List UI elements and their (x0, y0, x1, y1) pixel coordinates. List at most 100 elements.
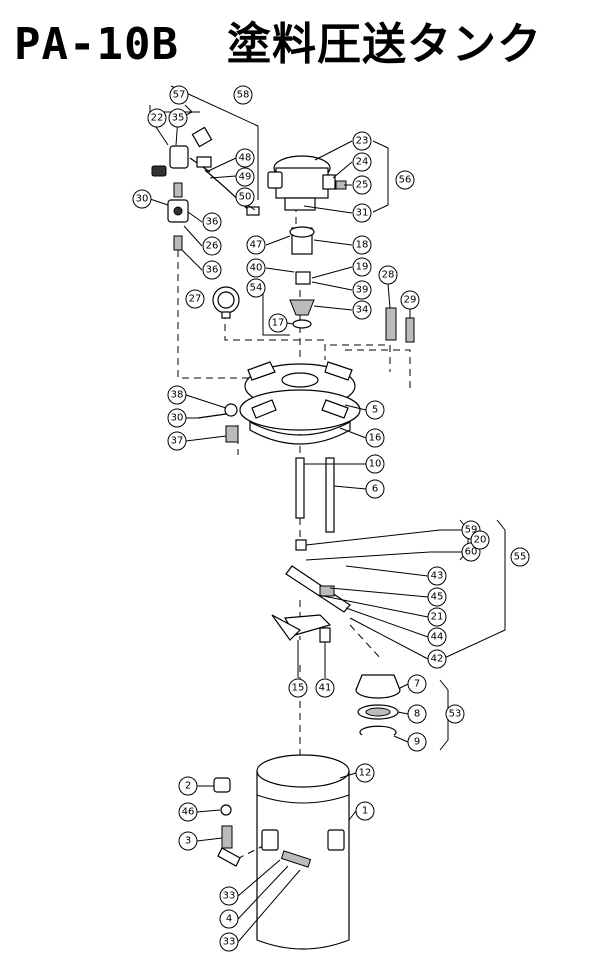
svg-text:4: 4 (226, 914, 232, 925)
svg-text:22: 22 (151, 113, 164, 124)
svg-text:36: 36 (206, 217, 219, 228)
callout-2: 2 (178, 776, 198, 796)
callout-10: 10 (365, 454, 385, 474)
callout-46: 46 (178, 802, 198, 822)
callout-26: 26 (202, 236, 222, 256)
fluid-tubes (295, 457, 335, 533)
lid (239, 361, 361, 445)
svg-text:2: 2 (185, 781, 191, 792)
svg-text:1: 1 (362, 806, 368, 817)
callout-21: 21 (427, 607, 447, 627)
svg-text:5: 5 (372, 405, 378, 416)
svg-text:50: 50 (239, 192, 252, 203)
svg-text:43: 43 (431, 571, 444, 582)
svg-text:12: 12 (359, 768, 372, 779)
callout-30: 30 (132, 189, 152, 209)
svg-text:49: 49 (239, 172, 252, 183)
callout-22: 22 (147, 108, 167, 128)
callout-37: 37 (167, 431, 187, 451)
callout-48: 48 (235, 148, 255, 168)
callout-50: 50 (235, 187, 255, 207)
svg-text:19: 19 (356, 262, 369, 273)
svg-text:38: 38 (171, 390, 184, 401)
callout-1: 1 (355, 801, 375, 821)
callout-47: 47 (246, 235, 266, 255)
svg-text:15: 15 (292, 683, 305, 694)
svg-text:8: 8 (414, 709, 420, 720)
svg-text:59: 59 (465, 525, 478, 536)
callout-15: 15 (288, 678, 308, 698)
callout-7: 7 (407, 674, 427, 694)
callout-39: 39 (352, 280, 372, 300)
svg-text:39: 39 (356, 285, 369, 296)
upper-fittings (151, 126, 260, 251)
callout-57: 57 (169, 85, 189, 105)
callout-53: 53 (445, 704, 465, 724)
svg-text:46: 46 (182, 807, 195, 818)
callout-8: 8 (407, 704, 427, 724)
callout-45: 45 (427, 587, 447, 607)
callout-55: 55 (510, 547, 530, 567)
callout-23: 23 (352, 131, 372, 151)
svg-text:31: 31 (356, 208, 369, 219)
callout-41: 41 (315, 678, 335, 698)
side-fittings (197, 307, 415, 443)
svg-text:21: 21 (431, 612, 444, 623)
svg-text:33: 33 (223, 937, 236, 948)
agitator-assembly (271, 539, 351, 643)
callout-19: 19 (352, 257, 372, 277)
callout-18: 18 (352, 235, 372, 255)
callout-40: 40 (246, 258, 266, 278)
svg-text:27: 27 (189, 294, 202, 305)
tank-body (256, 754, 350, 950)
filter-parts (355, 674, 401, 736)
svg-text:44: 44 (431, 632, 444, 643)
svg-text:37: 37 (171, 436, 184, 447)
svg-text:23: 23 (356, 136, 369, 147)
svg-text:42: 42 (431, 654, 444, 665)
svg-text:6: 6 (372, 484, 378, 495)
callout-4: 4 (219, 909, 239, 929)
callout-49: 49 (235, 167, 255, 187)
callout-33: 33 (219, 886, 239, 906)
callout-17: 17 (268, 313, 288, 333)
callout-36: 36 (202, 212, 222, 232)
callout-29: 29 (400, 290, 420, 310)
callout-54: 54 (246, 278, 266, 298)
svg-text:7: 7 (414, 679, 420, 690)
svg-text:17: 17 (272, 318, 285, 329)
callout-56: 56 (395, 170, 415, 190)
svg-text:36: 36 (206, 265, 219, 276)
svg-text:56: 56 (399, 175, 412, 186)
svg-text:41: 41 (319, 683, 332, 694)
callout-16: 16 (365, 428, 385, 448)
callout-38: 38 (167, 385, 187, 405)
svg-text:47: 47 (250, 240, 263, 251)
callout-36: 36 (202, 260, 222, 280)
svg-text:40: 40 (250, 263, 263, 274)
callout-43: 43 (427, 566, 447, 586)
svg-text:9: 9 (414, 737, 420, 748)
svg-text:57: 57 (173, 90, 186, 101)
model-number: PA-10B (14, 19, 179, 70)
callout-27: 27 (185, 289, 205, 309)
svg-text:33: 33 (223, 891, 236, 902)
callout-9: 9 (407, 732, 427, 752)
svg-text:45: 45 (431, 592, 444, 603)
svg-text:54: 54 (250, 283, 263, 294)
svg-text:29: 29 (404, 295, 417, 306)
pressure-gauge (212, 286, 240, 319)
svg-text:26: 26 (206, 241, 219, 252)
callout-42: 42 (427, 649, 447, 669)
callout-58: 58 (233, 85, 253, 105)
callout-34: 34 (352, 300, 372, 320)
svg-text:25: 25 (356, 180, 369, 191)
callout-5: 5 (365, 400, 385, 420)
svg-text:10: 10 (369, 459, 382, 470)
callout-28: 28 (378, 265, 398, 285)
svg-text:34: 34 (356, 305, 369, 316)
svg-text:48: 48 (239, 153, 252, 164)
svg-text:30: 30 (136, 194, 149, 205)
